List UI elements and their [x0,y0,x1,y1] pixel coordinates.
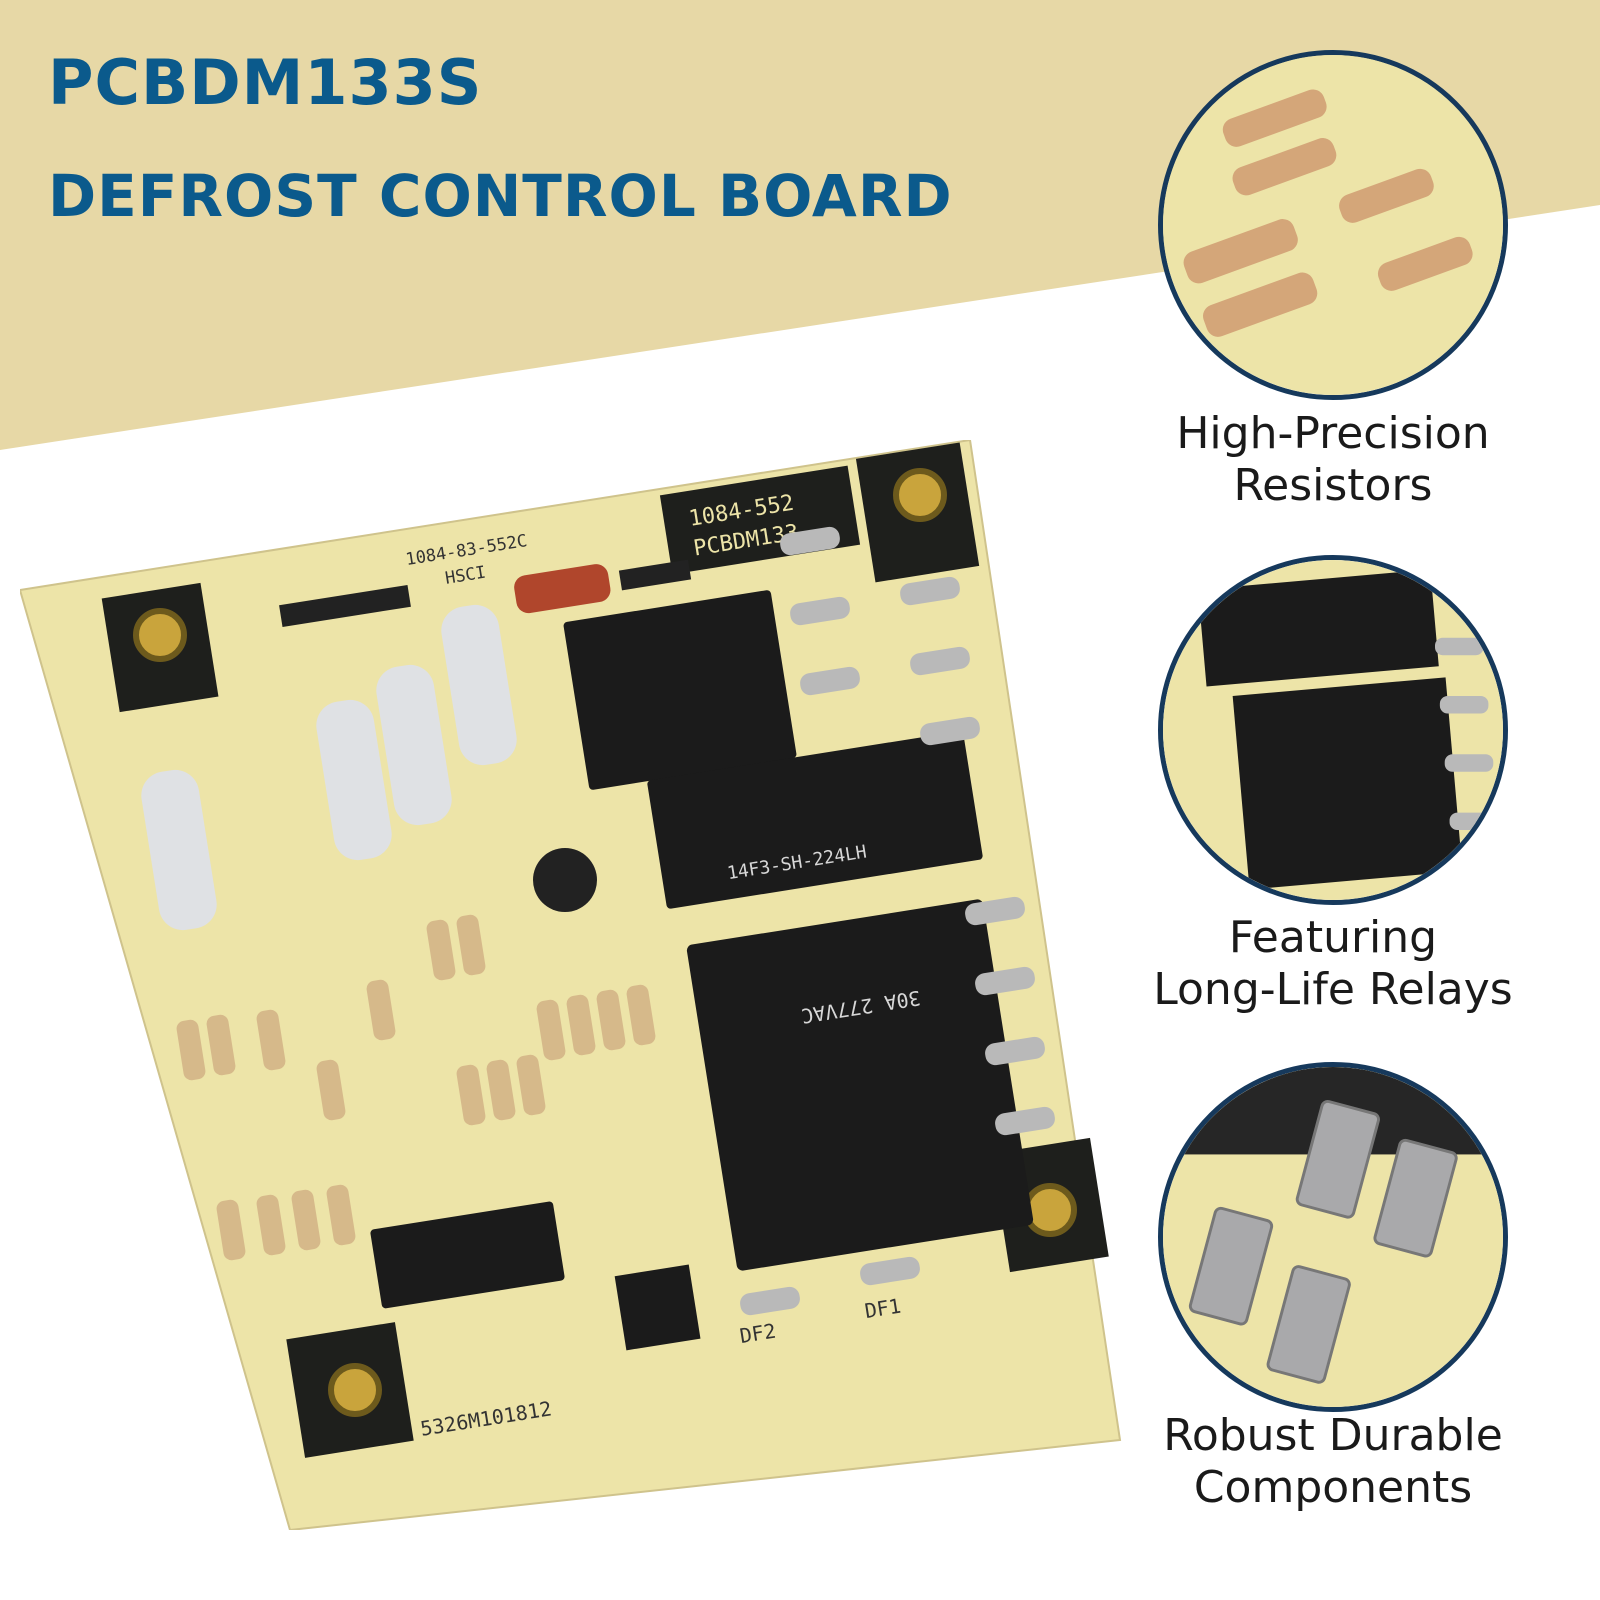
feature-circle-components [1158,1062,1508,1412]
relay-k3 [563,590,797,790]
film-capacitor [514,564,611,614]
board-pcb [18,438,1122,1532]
terminal-label-df2: DF2 [738,1319,777,1348]
power-resistor-2 [316,699,392,861]
feature-label-resistors: High-Precision Resistors [1118,408,1548,512]
relay-closeup-icon [1163,560,1503,900]
resistor-closeup-icon [1163,55,1503,395]
spade-terminals [740,526,1055,1316]
feature-label-relays-line1: Featuring [1228,912,1438,963]
mount-hole-top-left [133,608,187,662]
feature-label-resistors-line2: Resistors [1233,460,1433,511]
feature-label-relays: Featuring Long-Life Relays [1118,912,1548,1016]
board-graphic: 1084-552 PCBDM133 1084-83-552C HSCI 14F3… [18,438,1122,1532]
qr-code [614,1264,701,1351]
terminal-closeup-icon [1163,1067,1503,1407]
timing-jumper-header [279,584,411,628]
power-resistor-1 [141,769,217,931]
product-title: PCBDM133S [48,46,483,119]
ic-u1 [370,1201,565,1309]
electrolytic-capacitor [533,848,597,912]
feature-label-relays-line2: Long-Life Relays [1153,964,1513,1015]
mount-hole-bottom-right [1023,1183,1077,1237]
control-board-image: 1084-552 PCBDM133 1084-83-552C HSCI 14F3… [18,438,1140,1532]
mount-hole-top-right [893,468,947,522]
feature-label-resistors-line1: High-Precision [1176,408,1490,459]
power-resistor-4 [441,604,517,766]
relay-k2 [686,899,1034,1271]
power-resistor-3 [376,664,452,826]
relay-k1 [647,731,983,909]
mode-jumper-header [618,559,692,591]
terminal-label-df1: DF1 [863,1294,902,1323]
product-subtitle: DEFROST CONTROL BOARD [48,162,953,230]
feature-circle-relays [1158,555,1508,905]
feature-label-components-line2: Components [1193,1462,1473,1513]
mount-hole-bottom-left [328,1363,382,1417]
feature-label-components-line1: Robust Durable [1163,1410,1503,1461]
resistor-array [176,914,656,1261]
feature-label-components: Robust Durable Components [1118,1410,1548,1514]
feature-circle-resistors [1158,50,1508,400]
